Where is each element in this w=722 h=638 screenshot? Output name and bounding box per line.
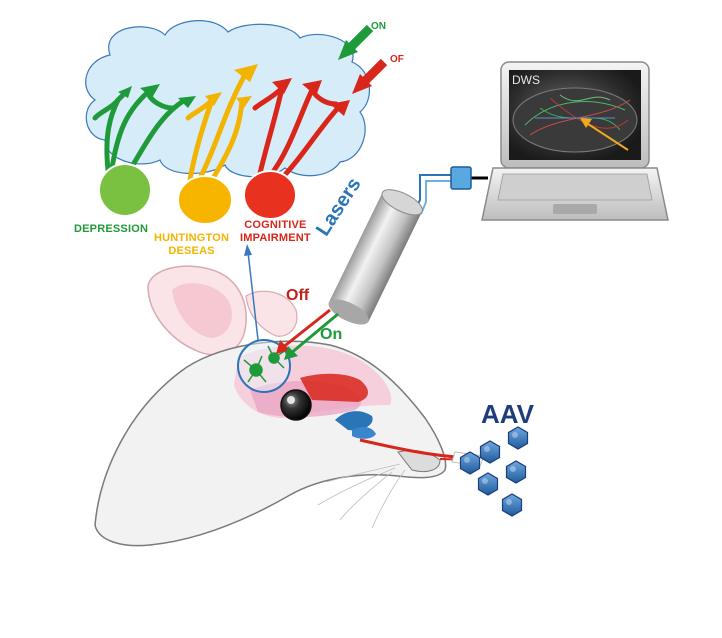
huntington-label: HUNTINGTON DESEAS xyxy=(154,232,229,258)
aav-particle-highlight xyxy=(484,446,490,452)
mouse xyxy=(94,265,471,547)
green-neurons xyxy=(92,89,188,173)
aav-particle xyxy=(459,451,481,475)
aav-particles xyxy=(459,426,529,517)
huntington-line1: HUNTINGTON xyxy=(154,232,230,244)
on-beam xyxy=(284,312,339,360)
legend-off-label: OF xyxy=(390,54,404,65)
mouse-eye xyxy=(280,389,312,421)
aav-particle-highlight xyxy=(506,499,512,505)
scan-pointer xyxy=(584,121,629,151)
yellow-neurons xyxy=(185,72,248,183)
aav-particle xyxy=(505,460,527,484)
green-neuron-heads xyxy=(118,84,196,108)
aav-particle-highlight xyxy=(510,466,516,472)
off-arrow-icon xyxy=(352,58,388,94)
depression-soma xyxy=(98,163,152,217)
off-beam xyxy=(276,308,331,354)
legend-on-label: ON xyxy=(371,21,386,32)
huntington-line2: DESEAS xyxy=(168,245,215,257)
controller-box xyxy=(450,166,472,190)
cognitive-soma xyxy=(243,170,297,220)
on-label: On xyxy=(320,326,343,343)
dws-label: DWS xyxy=(512,73,540,87)
cognitive-label: COGNITIVE IMPAIRMENT xyxy=(240,219,311,245)
laptop xyxy=(481,61,669,221)
on-arrow-icon xyxy=(338,24,374,60)
cognitive-line2: IMPAIRMENT xyxy=(240,232,311,244)
off-label: Off xyxy=(286,287,310,304)
laser-cylinder xyxy=(328,189,423,325)
aav-particle xyxy=(479,440,501,464)
cognitive-line1: COGNITIVE xyxy=(244,219,307,231)
red-neuron-heads xyxy=(272,78,350,116)
aav-label: AAV xyxy=(481,399,534,429)
aav-particle xyxy=(501,493,523,517)
aav-particle-highlight xyxy=(482,478,488,484)
huntington-soma xyxy=(177,175,233,225)
aav-particle-highlight xyxy=(464,457,470,463)
brain-scan xyxy=(512,87,638,153)
aav-particle xyxy=(507,426,529,450)
depression-label: DEPRESSION xyxy=(74,223,149,235)
yellow-neuron-heads xyxy=(205,64,258,108)
aav-particle xyxy=(477,472,499,496)
signal-arrow xyxy=(244,244,259,341)
aav-particle-highlight xyxy=(512,432,518,438)
